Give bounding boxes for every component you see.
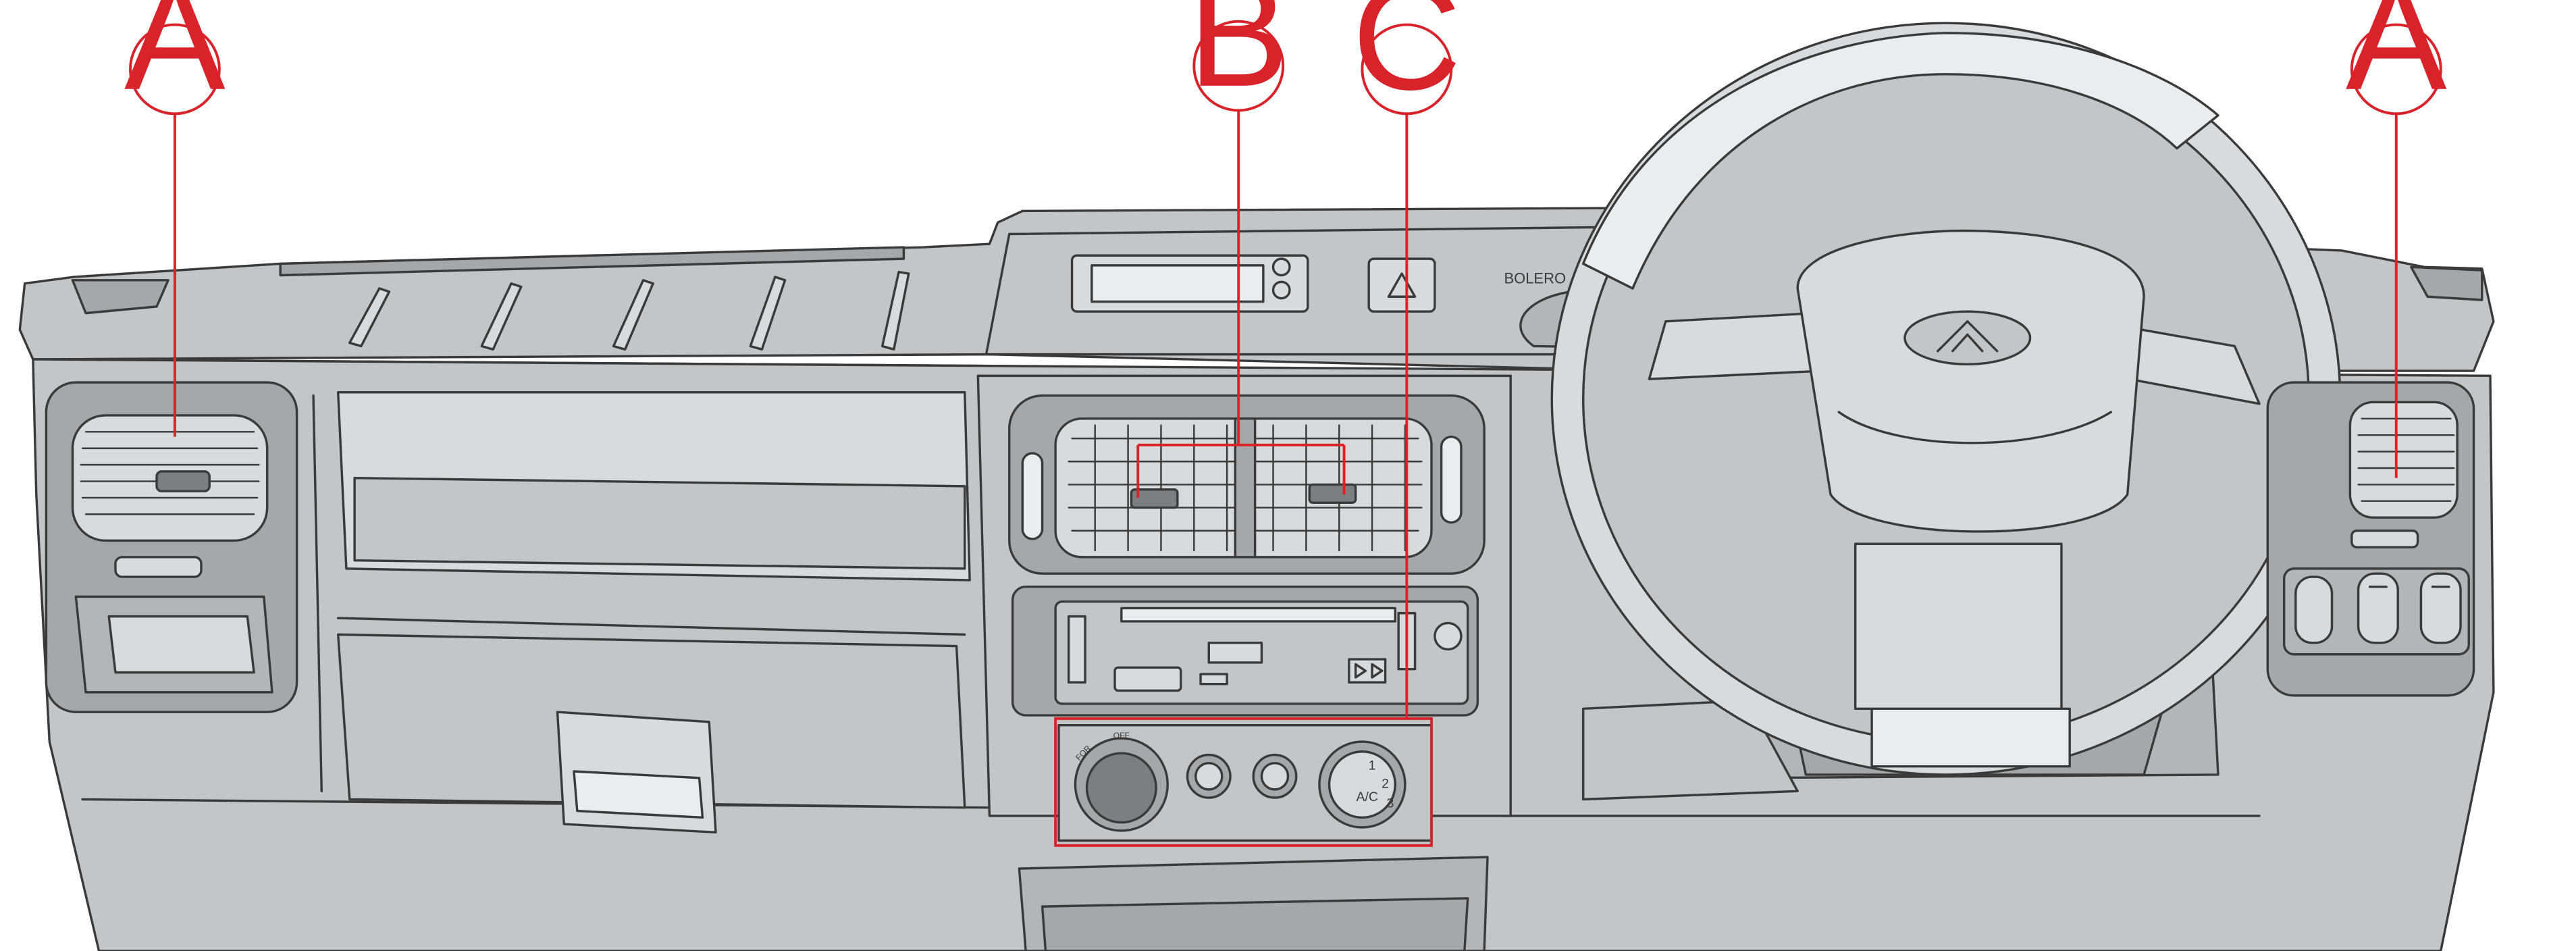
fan-speed-1: 1 [1369, 759, 1376, 773]
left-storage-pocket-inner [107, 615, 255, 674]
left-corner-detail [71, 279, 169, 315]
odometer-window [1090, 264, 1265, 303]
callout-c: C [1054, 0, 1461, 847]
temperature-knob-label-right: OFF [1113, 731, 1130, 740]
audio-small-button[interactable] [1199, 673, 1228, 686]
hazard-switch[interactable] [1367, 257, 1436, 313]
center-vent-right-tab[interactable] [1308, 483, 1357, 504]
switch-right[interactable] [2419, 572, 2462, 644]
right-vent-louvers [2357, 417, 2455, 503]
center-vent-left-thumbwheel[interactable] [1021, 452, 1044, 540]
center-vent-right-thumbwheel[interactable] [1440, 435, 1463, 524]
lower-console-storage-inner [1041, 897, 1469, 951]
defrost-grille-left [279, 246, 905, 277]
callout-c-label: C [1352, 0, 1461, 122]
callout-c-box [1054, 717, 1433, 847]
airbag-cover[interactable] [1796, 229, 2145, 533]
air-mode-knob-right[interactable] [1260, 762, 1290, 791]
center-vent-left-tab[interactable] [1130, 488, 1179, 509]
right-air-vent[interactable] [2348, 401, 2459, 519]
callout-b-leader [1136, 110, 1346, 498]
callout-a-right: A [2346, 0, 2447, 478]
steering-wheel-grip-bottom [1870, 707, 2071, 768]
airbag-cover-seam [1837, 411, 2112, 444]
audio-display [1207, 641, 1263, 664]
ac-label: A/C [1356, 790, 1378, 804]
glovebox-handle-inner [573, 770, 704, 819]
steering-wheel-grip-top [1581, 32, 2219, 290]
fan-knob[interactable] [1328, 750, 1396, 819]
eject-button[interactable] [1113, 666, 1182, 692]
callout-a-right-label: A [2346, 0, 2447, 122]
air-mode-knob-left[interactable] [1194, 762, 1224, 791]
seek-buttons[interactable] [1348, 658, 1387, 684]
steering-wheel-left-spoke [1648, 311, 1824, 380]
volume-knob[interactable] [1434, 621, 1463, 651]
hazard-icon [1387, 272, 1417, 298]
callout-a-left: A [124, 0, 226, 437]
callout-b: B [1136, 0, 1346, 498]
audio-left-tab[interactable] [1067, 615, 1086, 684]
cluster-brand-text: BOLERO [1504, 270, 1566, 287]
cluster-button-bottom[interactable] [1271, 280, 1291, 300]
cluster-brand: BOLERO [1504, 270, 1566, 287]
left-vent-thumbwheel[interactable] [114, 556, 203, 578]
switch-middle[interactable] [2357, 572, 2399, 644]
mahindra-logo-mark [1937, 320, 1999, 353]
steering-wheel-bottom-spoke [1854, 542, 2063, 710]
passenger-panel-edge [312, 394, 966, 793]
left-vent-adjuster-tab[interactable] [155, 470, 211, 492]
right-corner-detail [2410, 265, 2483, 301]
temperature-knob[interactable] [1085, 752, 1157, 824]
defrost-slots [348, 270, 910, 351]
cluster-button-top[interactable] [1271, 257, 1291, 277]
mahindra-logo-icon [1903, 310, 2032, 365]
fan-speed-2: 2 [1382, 776, 1389, 791]
right-vent-thumbwheel[interactable] [2350, 530, 2419, 548]
passenger-shelf-rail [353, 476, 966, 570]
callout-b-label: B [1188, 0, 1289, 118]
knee-panel [1581, 699, 1799, 801]
cassette-slot[interactable] [1120, 607, 1396, 623]
center-vent-grid-left [1068, 424, 1238, 552]
callout-a-left-label: A [124, 0, 226, 122]
switch-left[interactable] [2294, 575, 2334, 644]
fan-speed-3: 3 [1386, 796, 1394, 811]
